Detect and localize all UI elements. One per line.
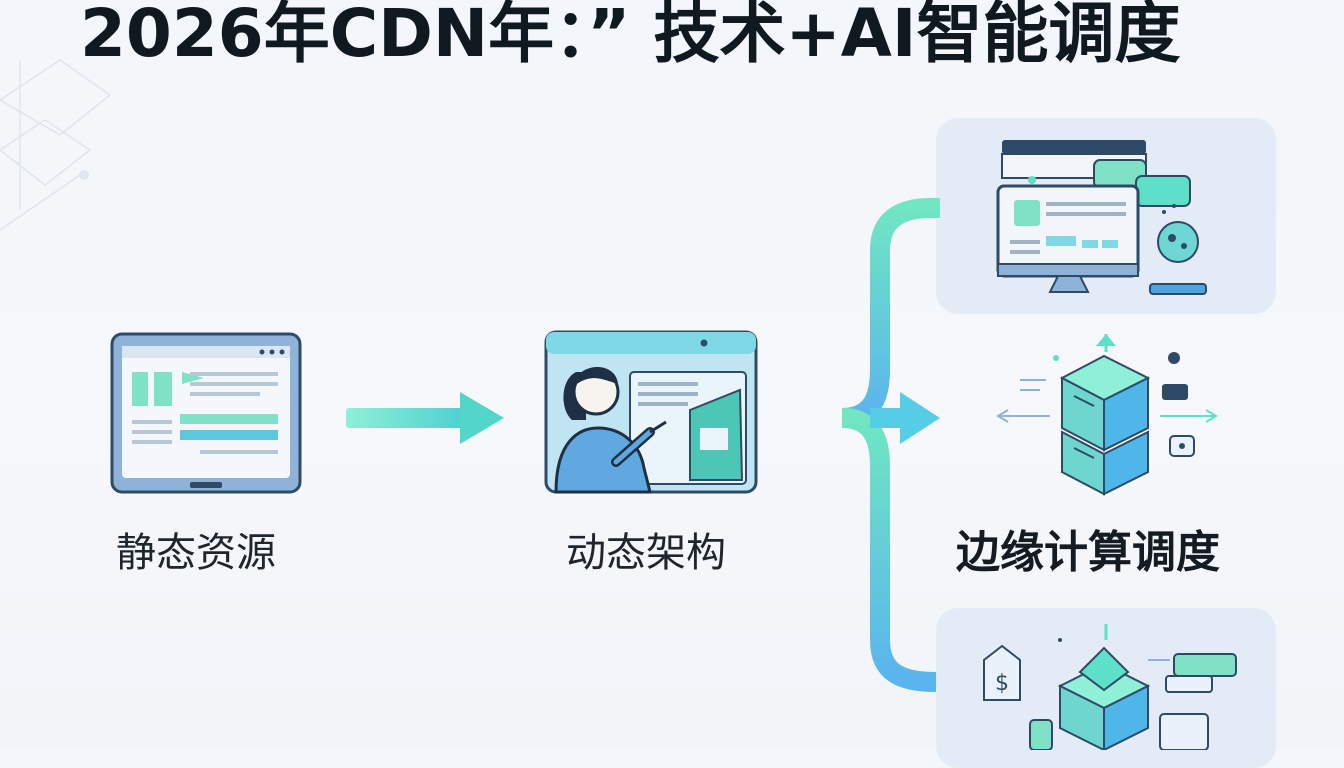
arrow-to-edge	[870, 392, 940, 444]
cost-price-cube-icon: $	[983, 624, 1237, 750]
page-title: 2026年CDN年：” 技术+AI智能调度	[80, 0, 1181, 72]
arrow-static-to-dynamic	[346, 392, 504, 444]
person-dynamic-dashboard-icon	[544, 330, 758, 494]
background-decoration	[0, 59, 112, 231]
monitor-chat-ai-icon	[996, 140, 1207, 295]
stage-label-dynamic: 动态架构	[566, 530, 726, 576]
stage-label-static: 静态资源	[116, 530, 276, 576]
static-page-monitor-icon	[110, 332, 302, 494]
branch-connector	[796, 198, 940, 692]
stage-label-edge: 边缘计算调度	[956, 527, 1220, 578]
svg-text:$: $	[995, 671, 1009, 696]
flow-diagram: $	[110, 140, 1237, 750]
edge-server-cube-icon	[996, 334, 1218, 496]
